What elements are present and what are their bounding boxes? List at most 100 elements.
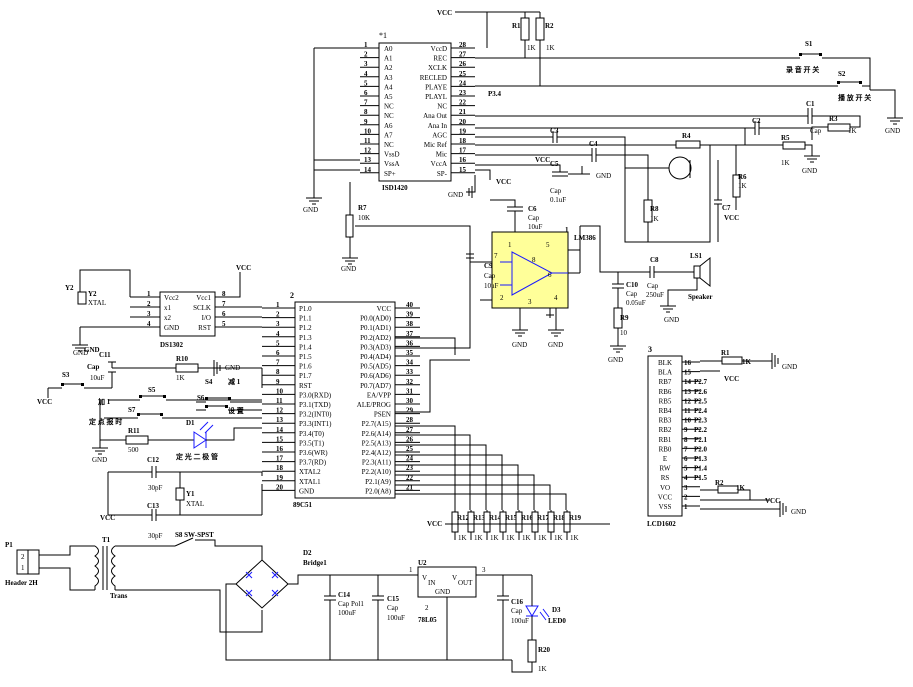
svg-text:S1: S1 <box>805 40 813 48</box>
lcd-pin-num: 13 <box>684 388 692 396</box>
mcu-pin-name: P1.6 <box>299 363 312 371</box>
isd-pin-name: A1 <box>384 55 393 63</box>
svg-text:LED0: LED0 <box>548 617 566 625</box>
isd-net-p34: P3.4 <box>488 90 502 98</box>
switch-s3-reset[interactable]: S3 VCC <box>37 371 112 406</box>
isd-pin-name: VccD <box>431 45 447 53</box>
capacitor-c10: C10 Cap 0.05uF <box>612 272 646 308</box>
isd-pin-num: 6 <box>364 89 368 97</box>
rtc-pin-num: 1 <box>147 290 151 298</box>
svg-text:P1: P1 <box>5 541 13 549</box>
rtc-pin-num: 2 <box>147 300 151 308</box>
svg-text:C8: C8 <box>650 256 659 264</box>
mcu-pin-name: P2.0(A8) <box>365 487 392 495</box>
pullup-vcc: VCC <box>427 520 610 528</box>
svg-text:1: 1 <box>409 566 413 574</box>
resistor-r11: R11 500 <box>100 427 194 454</box>
mcu-pin-name: P2.2(A10) <box>362 468 392 476</box>
lcd-pin-name: RS <box>661 474 670 482</box>
switch-s7-alarm[interactable]: S7 定 点 报 时 <box>89 406 262 426</box>
mcu-pin-name: EA/VPP <box>367 391 391 399</box>
lcd-pin-num: 6 <box>684 455 688 463</box>
svg-text:R10: R10 <box>176 355 189 363</box>
lcd-pin-num: 8 <box>684 436 688 444</box>
switch-s2-play[interactable]: S2 播 放 开 关 <box>540 70 871 102</box>
isd-pin-num: 22 <box>459 99 467 107</box>
svg-text:Cap: Cap <box>87 363 100 371</box>
switch-s4-minus[interactable]: S4 减 1 <box>196 377 262 403</box>
lcd-pin-net: P2.2 <box>694 426 708 434</box>
rtc-pin-num: 4 <box>147 320 151 328</box>
isd-pin-name: Ana Out <box>423 112 447 120</box>
isd-pin-num: 25 <box>459 70 467 78</box>
svg-text:2: 2 <box>290 291 294 300</box>
led-d1: D1 定 光 二 极 管 <box>176 419 262 461</box>
pullup-resistor <box>467 511 475 533</box>
svg-text:1K: 1K <box>781 159 790 167</box>
switch-s6-set[interactable]: S6 设 置 <box>196 394 262 415</box>
svg-text:C6: C6 <box>528 205 537 213</box>
svg-text:R3: R3 <box>829 115 838 123</box>
lcd-pin-num: 15 <box>684 369 692 377</box>
lcd-pin-net: P1.3 <box>694 455 708 463</box>
svg-text:Speaker: Speaker <box>688 293 713 301</box>
svg-text:加 1: 加 1 <box>97 397 111 406</box>
svg-text:2: 2 <box>425 604 429 612</box>
pullup-resistor-value: 1K <box>506 534 515 542</box>
svg-text:VCC: VCC <box>427 520 442 528</box>
rtc-pin-num: 5 <box>222 320 226 328</box>
mcu-pin-num: 24 <box>406 455 414 463</box>
svg-text:1K: 1K <box>848 127 857 135</box>
resistor-r3: R3 1K <box>811 115 861 140</box>
svg-text:C3: C3 <box>550 127 559 135</box>
svg-text:GND: GND <box>885 127 900 135</box>
lcd-pin-num: 5 <box>684 465 688 473</box>
lcd-pin-name: RB1 <box>659 436 672 444</box>
svg-text:定 点 报 时: 定 点 报 时 <box>89 417 122 426</box>
switch-s8[interactable]: S8 SW-SPST <box>174 531 214 547</box>
pullup-resistor-ref: R12 <box>457 514 470 522</box>
switch-s1-record[interactable]: S1 录 音 开 关 <box>475 40 871 90</box>
svg-text:Y2: Y2 <box>65 284 74 292</box>
mcu-pin-name: P1.4 <box>299 343 312 351</box>
mcu-pin-num: 35 <box>406 349 414 357</box>
capacitor-c9: C9 Cap 10uF <box>466 253 499 301</box>
mcu-body <box>294 301 396 499</box>
lcd-pin-name: VCC <box>658 493 673 501</box>
isd-pin-name: SP- <box>437 170 448 178</box>
mcu-pin-name: P2.3(A11) <box>362 459 392 467</box>
mcu-pin-num: 22 <box>406 474 414 482</box>
svg-text:10K: 10K <box>358 214 370 222</box>
lcd-pin-net: P2.7 <box>694 378 708 386</box>
mcu-pin-name: P0.2(AD2) <box>360 334 392 342</box>
svg-text:D3: D3 <box>552 606 561 614</box>
svg-text:10: 10 <box>620 329 628 337</box>
switch-s5-plus[interactable]: S5 加 1 <box>97 386 262 406</box>
mcu-pin-name: P0.5(AD5) <box>360 363 392 371</box>
svg-text:GND: GND <box>92 456 107 464</box>
svg-text:100uF: 100uF <box>387 614 405 622</box>
mcu-pin-num: 8 <box>276 368 280 376</box>
mcu-pin-name: P2.5(A13) <box>362 439 392 447</box>
led-d3: D3 LED0 <box>525 575 566 640</box>
isd-pin-name: VccA <box>431 160 447 168</box>
isd-pin-num: 27 <box>459 51 467 59</box>
pullup-resistor <box>547 511 555 533</box>
svg-text:S3: S3 <box>62 371 70 379</box>
svg-text:C1: C1 <box>806 100 815 108</box>
svg-text:1: 1 <box>508 241 512 249</box>
svg-text:C7: C7 <box>722 204 731 212</box>
resistor-r6: R6 1K <box>732 145 747 210</box>
rtc-pin-name: I/O <box>202 314 211 322</box>
isd-pin-name: PLAYE <box>425 83 447 91</box>
svg-text:Cap: Cap <box>810 127 822 135</box>
svg-text:设 置: 设 置 <box>228 406 244 415</box>
svg-text:VCC: VCC <box>236 264 251 272</box>
svg-text:D1: D1 <box>186 419 195 427</box>
mcu-pin-name: VCC <box>377 305 392 313</box>
isd-pin-name: A0 <box>384 45 393 53</box>
